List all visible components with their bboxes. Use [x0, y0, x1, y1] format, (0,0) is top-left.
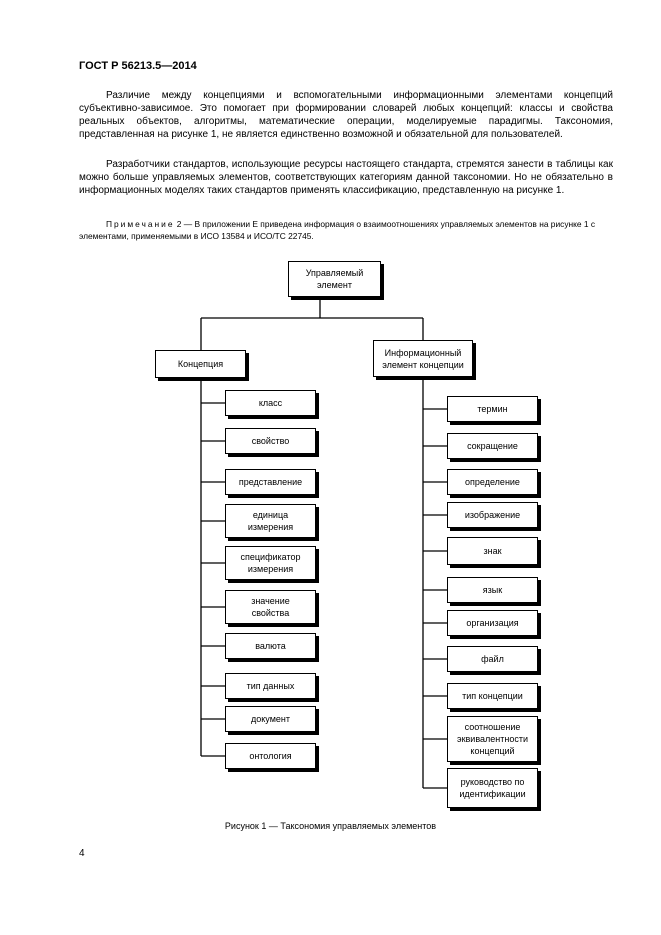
page-number: 4: [79, 848, 85, 859]
info-element-item-label-line: сокращение: [467, 441, 518, 451]
info-element-item-label-line: изображение: [464, 510, 521, 520]
info-element-item-label-line: термин: [477, 404, 508, 414]
info-element-item-label-line: организация: [466, 618, 519, 628]
concept-item-label-line: единица: [252, 510, 289, 520]
concept-item-label-line: класс: [258, 398, 283, 408]
info-element-item-label-line: соотношение: [464, 722, 521, 732]
concept-item-label-line: свойства: [251, 608, 290, 618]
info-element-label-line: Информационный: [384, 347, 462, 358]
info-element-item: определение: [447, 469, 538, 495]
concept-item-label-line: валюта: [255, 641, 286, 651]
concept-item: тип данных: [225, 673, 316, 699]
concept-item-label-line: измерения: [247, 564, 294, 574]
info-element-item: язык: [447, 577, 538, 603]
info-element-item: тип концепции: [447, 683, 538, 709]
concept-item-label-line: измерения: [247, 522, 294, 532]
concept-item-label-line: спецификатор: [240, 552, 301, 562]
figure-caption: Рисунок 1 — Таксономия управляемых элеме…: [224, 821, 437, 831]
info-element-item: термин: [447, 396, 538, 422]
info-element-item-label-line: знак: [483, 546, 502, 556]
root-label-line: Управляемый: [305, 268, 364, 278]
document-header: ГОСТ Р 56213.5—2014: [79, 60, 197, 72]
concept-item-label-line: представление: [238, 477, 303, 487]
concept-item-label-line: документ: [251, 714, 290, 724]
concept-item-label-line: значение: [251, 596, 290, 606]
concept-item-label-line: онтология: [249, 751, 292, 761]
root-box: Управляемый элемент: [288, 261, 381, 297]
paragraph-1-text: Различие между концепциями и вспомогател…: [79, 90, 613, 140]
info-element-item: сокращение: [447, 433, 538, 459]
paragraph-2-text: Разработчики стандартов, использующие ре…: [79, 159, 613, 196]
paragraph-2: Разработчики стандартов, использующие ре…: [79, 158, 613, 197]
info-element-item-label-line: язык: [482, 585, 503, 595]
concept-item: единица измерения: [225, 504, 316, 538]
info-element-item: организация: [447, 610, 538, 636]
info-element-item: знак: [447, 537, 538, 565]
info-element-item-label-line: файл: [481, 654, 504, 664]
info-element-item-label-line: определение: [465, 477, 520, 487]
note: Примечание 2 — В приложении Е приведена …: [79, 218, 613, 242]
concept-item: свойство: [225, 428, 316, 454]
concept-item: онтология: [225, 743, 316, 769]
concept-item: класс: [225, 390, 316, 416]
concept-box: Концепция: [155, 350, 246, 378]
concept-item: валюта: [225, 633, 316, 659]
note-label: Примечание: [106, 219, 175, 229]
concept-item: спецификатор измерения: [225, 546, 316, 580]
concept-label-line: Концепция: [177, 359, 224, 369]
info-element-item-label-line: эквивалентности: [457, 734, 528, 744]
concept-item-label-line: тип данных: [246, 681, 295, 691]
concept-item-label-line: свойство: [251, 436, 290, 446]
info-element-item: соотношение эквивалентности концепций: [447, 716, 538, 762]
info-element-item-label-line: тип концепции: [462, 691, 523, 701]
info-element-label-line: элемент концепции: [382, 359, 464, 370]
info-element-item: файл: [447, 646, 538, 672]
info-element-item-label-line: руководство по: [460, 777, 525, 787]
concept-item: представление: [225, 469, 316, 495]
info-element-item-label-line: концепций: [470, 746, 515, 756]
info-element-item: изображение: [447, 502, 538, 528]
paragraph-1: Различие между концепциями и вспомогател…: [79, 89, 613, 141]
info-element-item: руководство по идентификации: [447, 768, 538, 808]
root-label-line: элемент: [317, 280, 352, 290]
note-text: 2 — В приложении Е приведена информация …: [79, 219, 596, 241]
info-element-item-label-line: идентификации: [459, 789, 526, 799]
concept-item: документ: [225, 706, 316, 732]
concept-item: значение свойства: [225, 590, 316, 624]
